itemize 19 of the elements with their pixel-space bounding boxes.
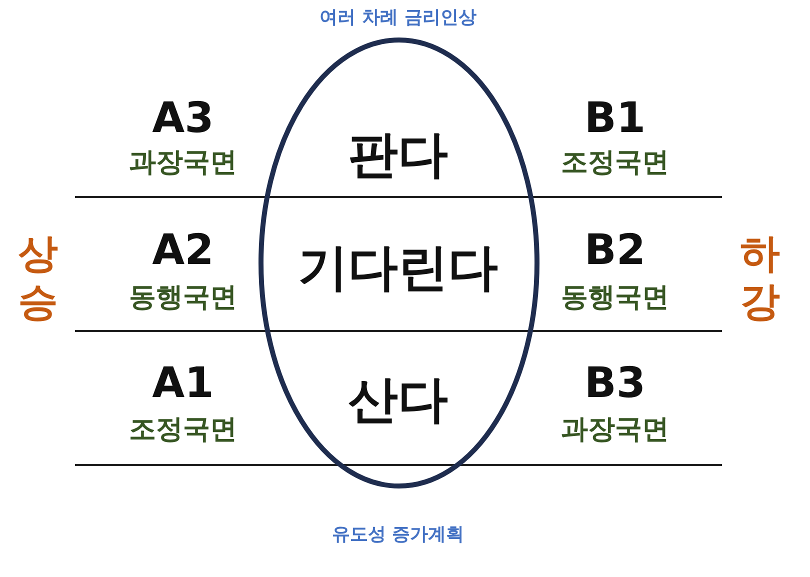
- stage-code: A3: [152, 94, 214, 142]
- phase-label: 조정국면: [561, 148, 669, 178]
- stage-code: B3: [584, 360, 646, 406]
- note-text: 유도성 증가계획: [332, 525, 464, 545]
- phase-label: 과장국면: [129, 148, 237, 178]
- trend-label: 상승: [17, 230, 59, 326]
- stage-code: A1: [152, 360, 214, 406]
- note-text: 여러 차례 금리인상: [320, 8, 476, 28]
- stage-code: B2: [584, 226, 646, 274]
- stage-code: A2: [152, 226, 214, 274]
- phase-label: 동행국면: [129, 283, 237, 313]
- phase-label: 동행국면: [561, 283, 669, 313]
- phase-label: 조정국면: [129, 415, 237, 445]
- action-text: 판다: [348, 128, 448, 182]
- stage-code: B1: [584, 94, 646, 142]
- phase-label: 과장국면: [561, 415, 669, 445]
- action-text: 산다: [348, 372, 448, 428]
- action-text: 기다린다: [298, 240, 498, 296]
- trend-label: 하강: [739, 230, 781, 326]
